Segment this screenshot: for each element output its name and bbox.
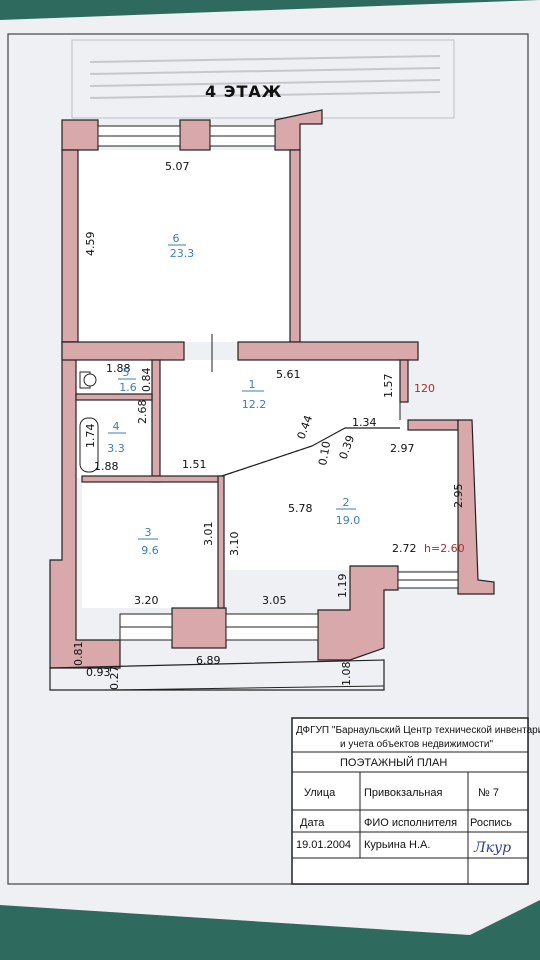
dim-134: 1.34 bbox=[352, 416, 377, 429]
dim-459: 4.59 bbox=[84, 232, 97, 257]
interior-lines bbox=[79, 371, 401, 477]
room-6-num: 6 bbox=[173, 232, 180, 245]
walls bbox=[49, 109, 495, 691]
dim-010: 0.10 bbox=[316, 440, 333, 466]
dim-188b: 1.88 bbox=[94, 460, 119, 473]
dim-295: 2.95 bbox=[452, 484, 465, 509]
dim-272: 2.72 bbox=[392, 542, 417, 555]
stamp-executor-value: Курьина Н.А. bbox=[364, 839, 430, 851]
height-label: h=2.60 bbox=[424, 542, 465, 555]
dim-081: 0.81 bbox=[72, 642, 85, 667]
room-1-area: 12.2 bbox=[242, 398, 267, 411]
dim-297: 2.97 bbox=[390, 442, 415, 455]
room-3-num: 3 bbox=[145, 526, 152, 539]
dim-301: 3.01 bbox=[202, 522, 215, 547]
room-6-area: 23.3 bbox=[170, 247, 195, 260]
room-4-area: 3.3 bbox=[107, 442, 125, 455]
dim-305: 3.05 bbox=[262, 594, 287, 607]
stamp-street-value: Привокзальная bbox=[364, 787, 442, 799]
dim-120: 120 bbox=[414, 382, 435, 395]
stamp-org-line2: и учета объектов недвижимости" bbox=[340, 738, 493, 750]
stamp-plan-title: ПОЭТАЖНЫЙ ПЛАН bbox=[340, 756, 447, 769]
stamp-executor-label: ФИО исполнителя bbox=[364, 817, 457, 829]
dim-108: 1.08 bbox=[340, 662, 353, 687]
dim-561: 5.61 bbox=[276, 368, 301, 381]
stamp-signature-label: Роспись bbox=[470, 817, 512, 829]
bathtub-icon bbox=[79, 417, 99, 473]
room-1-num: 1 bbox=[249, 378, 256, 391]
room-3 bbox=[82, 482, 218, 608]
dim-689: 6.89 bbox=[196, 654, 221, 667]
room-4-num: 4 bbox=[113, 420, 120, 433]
dim-578: 5.78 bbox=[288, 502, 313, 515]
room-2-num: 2 bbox=[343, 496, 350, 509]
dim-320: 3.20 bbox=[134, 594, 159, 607]
dim-507: 5.07 bbox=[165, 160, 190, 173]
stamp-date-value: 19.01.2004 bbox=[296, 839, 351, 851]
dim-119: 1.19 bbox=[336, 574, 349, 599]
sheet-frame bbox=[7, 33, 529, 885]
dim-310: 3.10 bbox=[228, 532, 241, 557]
stamp-number: № 7 bbox=[478, 787, 499, 799]
dim-093: 0.93 bbox=[86, 666, 111, 679]
dim-174: 1.74 bbox=[84, 424, 97, 449]
dim-157: 1.57 bbox=[382, 374, 395, 399]
rooms-1-2 bbox=[158, 360, 470, 570]
stamp-signature: Лкур bbox=[473, 840, 511, 856]
dim-268: 2.68 bbox=[136, 400, 149, 425]
floor-title: 4 ЭТАЖ bbox=[205, 82, 282, 101]
room-5-area: 1.6 bbox=[119, 381, 137, 394]
dim-027: 0.27 bbox=[108, 666, 121, 691]
dim-151: 1.51 bbox=[182, 458, 207, 471]
dim-188a: 1.88 bbox=[106, 362, 131, 375]
room-5-num: 5 bbox=[123, 366, 130, 379]
room-labels: 6 23.3 5 1.6 4 3.3 1 12.2 2 19.0 3 9.6 bbox=[107, 232, 360, 557]
room-3-area: 9.6 bbox=[141, 544, 159, 557]
room-2-area: 19.0 bbox=[336, 514, 361, 527]
stamp-org-line1: ДФГУП "Барнаульский Центр технической ин… bbox=[296, 725, 540, 736]
stamp-date-label: Дата bbox=[300, 817, 325, 829]
room-6 bbox=[78, 150, 290, 342]
faded-header-stamp bbox=[71, 39, 455, 119]
stamp-street-label: Улица bbox=[304, 787, 336, 799]
title-block: ДФГУП "Барнаульский Центр технической ин… bbox=[291, 717, 540, 885]
dim-084: 0.84 bbox=[140, 368, 153, 393]
